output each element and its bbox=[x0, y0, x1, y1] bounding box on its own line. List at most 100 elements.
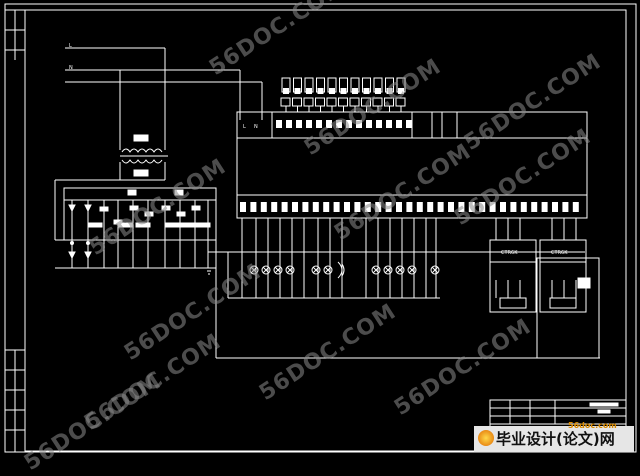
output-terminal-cell bbox=[250, 202, 257, 212]
output-terminal-cell bbox=[292, 202, 298, 212]
input-switch-base bbox=[292, 97, 302, 107]
input-switch-contact bbox=[294, 88, 301, 94]
indicator-lamp-icon bbox=[323, 265, 333, 275]
top-terminal-cell bbox=[386, 120, 392, 128]
output-terminal-cell bbox=[396, 202, 402, 212]
indicator-lamp-icon bbox=[285, 265, 295, 275]
input-switch-contact bbox=[306, 88, 312, 94]
output-terminal-cell bbox=[479, 202, 486, 212]
top-terminal-cell bbox=[396, 120, 402, 128]
top-terminal-cell bbox=[326, 120, 332, 128]
input-switch-contact bbox=[340, 88, 347, 94]
indicator-lamp-cross bbox=[286, 266, 294, 274]
top-terminal-cell bbox=[336, 120, 342, 128]
output-terminal-cell bbox=[260, 202, 267, 212]
buzzer-icon bbox=[337, 261, 345, 279]
output-terminal-cell bbox=[562, 202, 569, 212]
indicator-lamp-cross bbox=[262, 266, 270, 274]
indicator-lamp-cross bbox=[274, 266, 282, 274]
output-terminal-cell bbox=[281, 202, 288, 212]
site-logo bbox=[478, 430, 494, 446]
output-terminal-cell bbox=[500, 202, 506, 212]
stepper-driver-modules bbox=[489, 239, 600, 359]
input-switch-contact bbox=[386, 88, 393, 94]
title-block bbox=[489, 399, 627, 451]
indicator-lamp-icon bbox=[311, 265, 321, 275]
module-label-1: CTR6K bbox=[501, 250, 518, 256]
output-terminal-cell bbox=[364, 202, 371, 212]
indicator-lamp-icon bbox=[430, 265, 440, 275]
output-terminal-cell bbox=[333, 202, 340, 212]
output-wiring bbox=[205, 218, 600, 359]
top-terminal-cell bbox=[286, 120, 292, 128]
output-terminal-cell bbox=[520, 202, 527, 212]
output-terminal-cell bbox=[416, 202, 423, 212]
output-terminal-cell bbox=[344, 202, 350, 212]
output-terminal-cell bbox=[375, 202, 382, 212]
indicator-lamp-cross bbox=[250, 266, 258, 274]
input-switch-contact bbox=[352, 88, 358, 94]
output-terminal-cell bbox=[354, 202, 361, 212]
output-terminal-cell bbox=[468, 202, 475, 212]
indicator-lamp-icon bbox=[407, 265, 417, 275]
supply-bus bbox=[65, 47, 263, 120]
top-terminal-cell bbox=[376, 120, 382, 128]
output-terminal-cell bbox=[541, 202, 548, 212]
input-switch-contact bbox=[317, 88, 324, 94]
output-terminal-cell bbox=[427, 202, 434, 212]
top-terminal-cell bbox=[306, 120, 312, 128]
plc-body bbox=[236, 137, 588, 219]
plc-terminal-n: N bbox=[254, 124, 258, 130]
schematic-canvas: L N bbox=[4, 3, 637, 453]
output-terminal-cell bbox=[312, 202, 319, 212]
indicator-lamp-cross bbox=[324, 266, 332, 274]
output-terminal-cell bbox=[271, 202, 278, 212]
module-label-2: CTR6K bbox=[551, 250, 568, 256]
indicator-lamp-cross bbox=[312, 266, 320, 274]
transformer bbox=[119, 110, 168, 180]
indicator-lamp-icon bbox=[249, 265, 259, 275]
input-switch-base bbox=[315, 97, 325, 107]
input-switch-base bbox=[338, 97, 348, 107]
output-terminal-cell bbox=[437, 202, 444, 212]
output-terminal-cell bbox=[323, 202, 330, 212]
indicator-lamp-icon bbox=[261, 265, 271, 275]
indicator-lamp-icon bbox=[383, 265, 393, 275]
output-terminal-cell bbox=[552, 202, 558, 212]
top-terminal-cell bbox=[296, 120, 302, 128]
input-switch-contact bbox=[283, 88, 289, 94]
bus-label-n: N bbox=[69, 65, 73, 71]
plc-terminal-l: L bbox=[243, 124, 246, 130]
indicator-lamp-cross bbox=[384, 266, 392, 274]
input-switch-base bbox=[326, 97, 337, 107]
input-switch-base bbox=[303, 97, 314, 107]
indicator-lamp-icon bbox=[273, 265, 283, 275]
output-terminal-cell bbox=[510, 202, 517, 212]
output-terminal-cell bbox=[489, 202, 496, 212]
input-switch-contact bbox=[375, 88, 381, 94]
top-terminal-cell bbox=[366, 120, 372, 128]
power-supply-block bbox=[54, 179, 217, 269]
indicator-lamp-cross bbox=[431, 266, 439, 274]
output-terminal-cell bbox=[240, 202, 246, 212]
output-terminal-cell bbox=[458, 202, 465, 212]
site-name: 毕业设计(论文)网 bbox=[496, 430, 615, 448]
input-switch-base bbox=[280, 97, 291, 107]
output-terminal-cell bbox=[572, 202, 579, 212]
bus-label-l: L bbox=[69, 43, 72, 49]
indicator-lamp-cross bbox=[372, 266, 380, 274]
input-switch-contact bbox=[398, 88, 404, 94]
output-terminal-cell bbox=[385, 202, 392, 212]
output-terminal-cell bbox=[406, 202, 413, 212]
drawing-frame bbox=[4, 3, 637, 453]
input-switch-contact bbox=[329, 88, 335, 94]
indicator-lamp-cross bbox=[396, 266, 404, 274]
plc-output-terminal-row bbox=[240, 202, 579, 212]
top-terminal-cell bbox=[346, 120, 352, 128]
site-banner bbox=[474, 426, 634, 452]
indicator-lamp-icon bbox=[395, 265, 405, 275]
top-terminal-cell bbox=[316, 120, 322, 128]
output-terminal-cell bbox=[448, 202, 454, 212]
input-switch-row bbox=[280, 77, 406, 112]
output-terminal-cell bbox=[531, 202, 538, 212]
